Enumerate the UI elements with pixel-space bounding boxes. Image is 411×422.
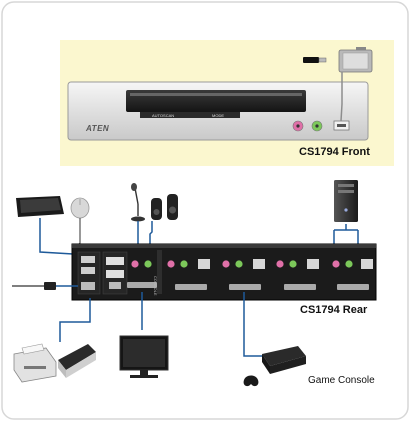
- mouse-icon: [70, 197, 90, 219]
- rear-port-1: [167, 259, 210, 290]
- rear-kvm-unit: [71, 243, 377, 301]
- front-kvm-unit: [67, 81, 369, 141]
- speaker-cable: [149, 221, 153, 246]
- game-console-label: Game Console: [308, 375, 375, 386]
- keyboard-cable: [39, 218, 74, 255]
- pc-tower-icon: [334, 180, 358, 222]
- camera-icon: [338, 47, 373, 73]
- usb-peripheral-cable: [59, 298, 91, 342]
- rear-port-4: [332, 259, 373, 290]
- keyboard-icon: [16, 196, 64, 217]
- front-usb-cable: [340, 72, 343, 122]
- game-console-cable: [243, 292, 268, 357]
- rear-port-3: [276, 259, 319, 290]
- microphone-icon: [131, 183, 145, 222]
- rear-port-2: [222, 259, 265, 290]
- console-hdmi-out: [127, 282, 157, 288]
- usb-flash-drive-icon: [303, 57, 327, 63]
- power-cable: [12, 282, 78, 290]
- gamepad-icon: [243, 375, 259, 387]
- rear-panel-title: CS1794 Rear: [300, 304, 368, 316]
- monitor-icon: [119, 335, 169, 378]
- rear-keyboard-usb-port: [81, 256, 95, 263]
- game-console-icon: [243, 346, 306, 387]
- autoscan-label: AUTOSCAN: [152, 113, 175, 118]
- front-panel-title: CS1794 Front: [299, 146, 370, 158]
- rear-power-jack: [81, 282, 95, 290]
- rear-mouse-usb-port: [81, 267, 95, 274]
- scanner-icon: [58, 344, 96, 378]
- console-label: CONSOLE: [153, 276, 158, 296]
- aten-logo: ATEN: [86, 124, 110, 133]
- speakers-icon: [151, 194, 178, 220]
- printer-icon: [13, 343, 57, 383]
- pc-cables: [333, 224, 359, 244]
- mode-label: MODE: [212, 113, 224, 118]
